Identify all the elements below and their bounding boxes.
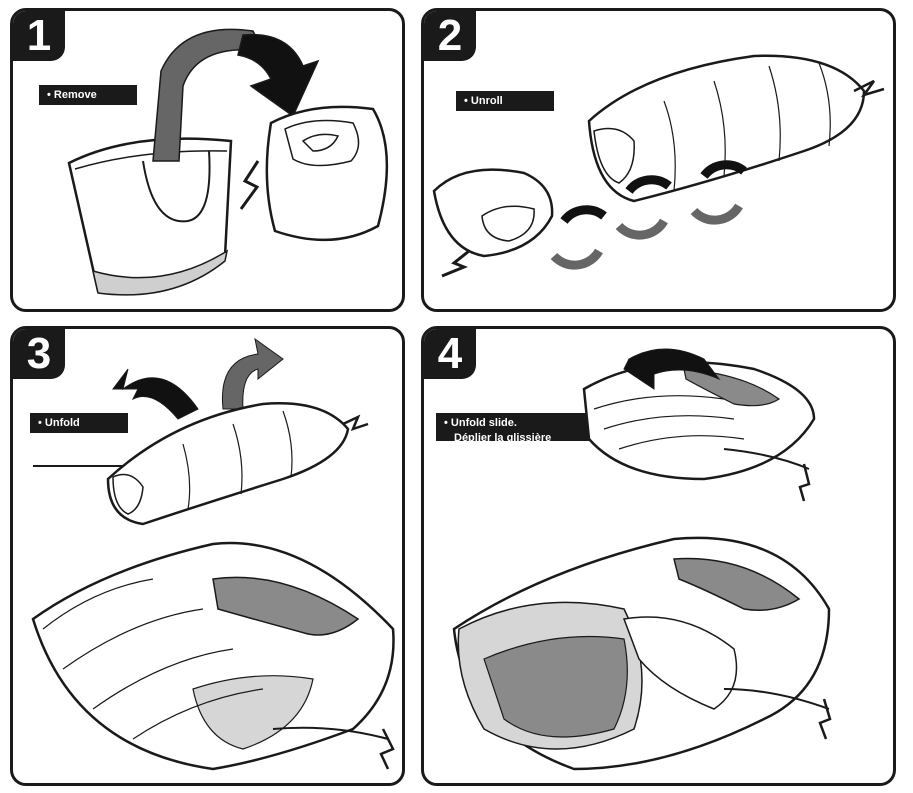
unfold-slide-illustration (452, 348, 832, 771)
step-4-label-line-1: • Unfold slide. (444, 417, 517, 429)
rotate-arrow-2 (615, 175, 672, 240)
rotate-arrow-1 (550, 205, 607, 270)
step-3-panel: 3 • Unfold (10, 326, 405, 786)
remove-illustration (67, 28, 389, 296)
step-4-panel: 4 • Unfold slide. Déplier la glissière (421, 326, 896, 786)
step-4-number: 4 (424, 329, 476, 379)
step-1-panel: 1 • Remove (10, 8, 405, 312)
unroll-illustration (432, 54, 885, 278)
unfold-illustration (31, 337, 395, 771)
step-4-label: • Unfold slide. Déplier la glissière (436, 413, 596, 441)
label-underline (33, 465, 127, 467)
step-3-number: 3 (13, 329, 65, 379)
step-4-label-line-2: Déplier la glissière (454, 432, 552, 441)
step-1-number: 1 (13, 11, 65, 61)
rotate-arrow-3 (690, 160, 747, 225)
step-3-label: • Unfold (30, 413, 128, 433)
step-2-panel: 2 • Unroll (421, 8, 896, 312)
step-2-number: 2 (424, 11, 476, 61)
step-2-label: • Unroll (456, 91, 554, 111)
step-1-label: • Remove (39, 85, 137, 105)
